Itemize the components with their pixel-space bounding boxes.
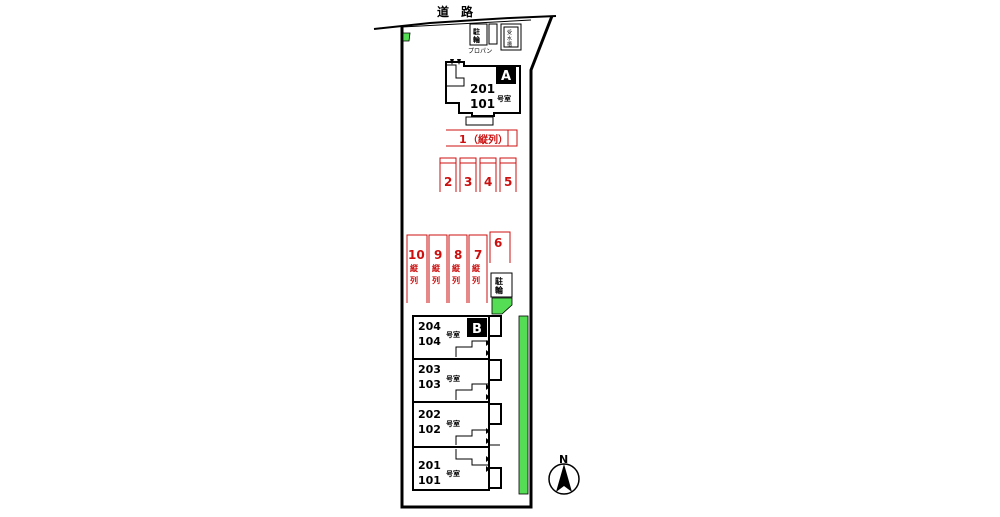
bike-parking-middle: 駐 輪: [490, 272, 513, 298]
parking-3: 3: [464, 175, 472, 189]
green-area-middle: [491, 297, 513, 315]
building-a: A 201 101 号室: [445, 59, 521, 126]
water-tank: 受 水 槽: [500, 23, 522, 51]
parking-4: 4: [484, 175, 492, 189]
bike-parking-front: 駐 輪: [469, 23, 488, 46]
building-b-badge: [467, 318, 487, 337]
road-edge: [373, 15, 557, 30]
svg-text:列: 列: [432, 275, 440, 285]
green-area-front: [402, 32, 411, 42]
road-label: 道 路: [437, 4, 474, 19]
room-104: 104: [418, 335, 441, 348]
svg-text:輪: 輪: [473, 35, 481, 44]
svg-text:6: 6: [494, 236, 502, 250]
green-strip-east: [518, 315, 529, 495]
road: 道 路: [373, 4, 557, 30]
svg-text:（縦列）: （縦列）: [468, 133, 508, 146]
room-201: 201: [418, 459, 441, 472]
building-a-room-101: 101: [470, 97, 495, 111]
room-204: 204: [418, 320, 441, 333]
propane-tank: [488, 23, 498, 45]
svg-text:受: 受: [507, 29, 512, 36]
svg-text:駐: 駐: [473, 27, 480, 36]
parking-1: 1 （縦列）: [446, 129, 518, 147]
propane-label: プロパン: [468, 48, 492, 55]
svg-text:水: 水: [507, 35, 512, 42]
svg-text:列: 列: [452, 275, 460, 285]
parking-2: 2: [444, 175, 452, 189]
svg-text:縦: 縦: [432, 263, 441, 273]
building-b-letter: B: [472, 322, 482, 337]
building-a-letter: A: [501, 69, 511, 84]
parking-short-row: 2 3 4 5: [439, 157, 517, 192]
room-102: 102: [418, 423, 441, 436]
svg-text:列: 列: [410, 275, 418, 285]
parking-8: 8: [454, 248, 462, 262]
parking-tandem-row: 10 縦 列 9 縦 列 8 縦 列 7 縦 列: [406, 234, 488, 303]
parking-5: 5: [504, 175, 512, 189]
parking-10: 10: [408, 248, 425, 262]
svg-text:縦: 縦: [472, 263, 481, 273]
parking-6: 6: [489, 231, 511, 263]
room-202: 202: [418, 408, 441, 421]
svg-text:列: 列: [472, 275, 480, 285]
svg-text:槽: 槽: [507, 41, 512, 48]
svg-text:号室: 号室: [446, 330, 460, 339]
svg-text:縦: 縦: [452, 263, 461, 273]
room-103: 103: [418, 378, 441, 391]
svg-text:駐: 駐: [495, 276, 503, 286]
building-a-suffix: 号室: [497, 94, 511, 103]
svg-text:号室: 号室: [446, 419, 460, 428]
svg-text:号室: 号室: [446, 469, 460, 478]
building-a-badge: [496, 66, 516, 84]
parking-7: 7: [474, 248, 482, 262]
site-boundary: [400, 15, 554, 509]
building-b: B 204 104 号室 203 103 号室 202 102 号室 201 1…: [412, 315, 502, 491]
parking-9: 9: [434, 248, 442, 262]
svg-text:1: 1: [459, 133, 467, 146]
north-arrow-icon: N: [548, 453, 580, 495]
north-label: N: [559, 453, 568, 466]
building-a-room-201: 201: [470, 82, 495, 96]
svg-text:輪: 輪: [495, 285, 504, 295]
site-front-line: [401, 19, 532, 28]
svg-text:縦: 縦: [410, 263, 419, 273]
svg-text:号室: 号室: [446, 374, 460, 383]
room-203: 203: [418, 363, 441, 376]
room-101: 101: [418, 474, 441, 487]
